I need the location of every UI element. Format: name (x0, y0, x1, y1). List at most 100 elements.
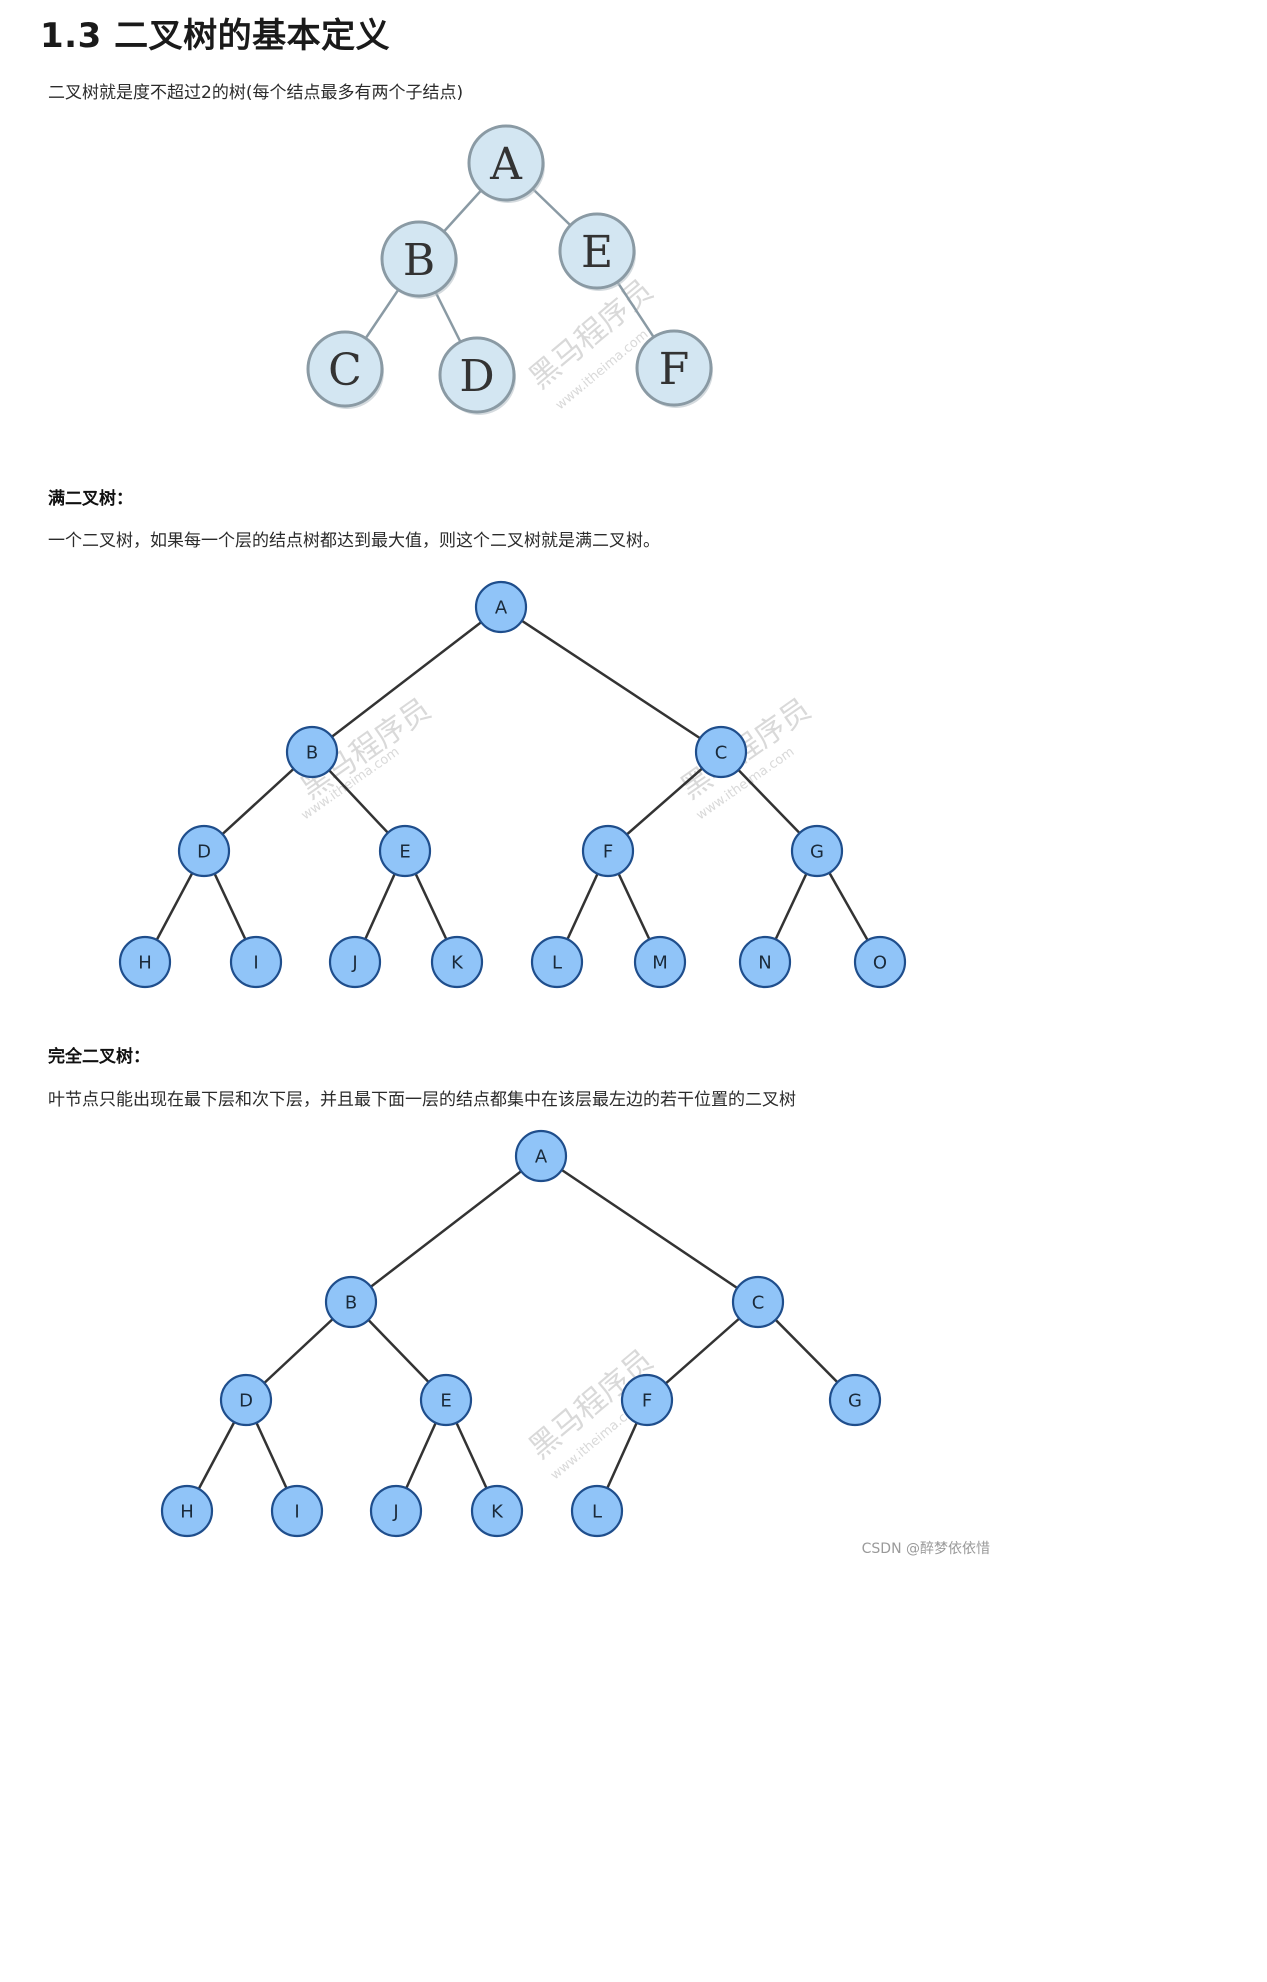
tree-node-K: K (470, 1484, 524, 1538)
tree-node-H: H (118, 935, 172, 989)
node-label: D (459, 351, 494, 402)
node-label: E (581, 227, 613, 278)
node-circle (306, 330, 384, 408)
node-label: I (253, 952, 258, 973)
tree-edge-A-B (311, 606, 502, 753)
node-circle (328, 935, 382, 989)
tree-node-F: F (635, 329, 713, 408)
tree-node-B: B (285, 725, 339, 779)
tree-node-G: G (790, 824, 844, 878)
tree-node-F: F (581, 824, 635, 878)
node-circle (177, 824, 231, 878)
node-circle (558, 212, 636, 290)
tree-node-M: M (633, 935, 687, 989)
node-circle (853, 935, 907, 989)
node-circle (731, 1275, 785, 1329)
node-label: I (294, 1501, 299, 1522)
node-label: J (392, 1501, 398, 1522)
node-label: G (810, 841, 824, 862)
tree-node-E: E (419, 1373, 473, 1427)
node-circle (118, 935, 172, 989)
tree-node-L: L (570, 1484, 624, 1538)
tree-node-K: K (430, 935, 484, 989)
page-title: 1.3 二叉树的基本定义 (40, 16, 391, 56)
node-circle (380, 220, 458, 298)
node-circle (270, 1484, 324, 1538)
tree-node-L: L (530, 935, 584, 989)
watermark: 黑马程序员 www.itheima.com (523, 273, 660, 413)
complete-tree-heading: 完全二叉树： (48, 1047, 150, 1067)
node-circle (530, 935, 584, 989)
node-label: K (451, 952, 464, 973)
node-circle (470, 1484, 524, 1538)
tree-node-I: I (270, 1484, 324, 1538)
tree-node-I: I (229, 935, 283, 989)
intro-text: 二叉树就是度不超过2的树(每个结点最多有两个子结点) (48, 83, 464, 103)
full-tree-description: 一个二叉树，如果每一个层的结点树都达到最大值，则这个二叉树就是满二叉树。 (48, 531, 660, 551)
tree-node-J: J (369, 1484, 423, 1538)
node-circle (229, 935, 283, 989)
node-circle (633, 935, 687, 989)
node-label: A (535, 1146, 548, 1167)
node-label: B (403, 235, 435, 286)
node-label: L (552, 952, 562, 973)
node-label: D (197, 841, 211, 862)
node-label: E (399, 841, 410, 862)
node-circle (438, 336, 516, 414)
node-label: B (345, 1292, 357, 1313)
tree-diagram-full: 黑马程序员 www.itheima.com 黑马程序员 www.itheima.… (118, 580, 907, 989)
tree-node-G: G (828, 1373, 882, 1427)
node-circle (694, 725, 748, 779)
node-circle (324, 1275, 378, 1329)
node-circle (419, 1373, 473, 1427)
tree-node-D: D (177, 824, 231, 878)
node-label: F (642, 1390, 652, 1411)
tree-node-N: N (738, 935, 792, 989)
complete-tree-description: 叶节点只能出现在最下层和次下层，并且最下面一层的结点都集中在该层最左边的若干位置… (48, 1090, 796, 1110)
node-label: M (652, 952, 668, 973)
node-circle (738, 935, 792, 989)
tree-node-A: A (514, 1129, 568, 1183)
node-label: F (659, 344, 690, 395)
node-label: C (328, 345, 362, 396)
node-circle (369, 1484, 423, 1538)
node-label: B (306, 742, 318, 763)
tree-node-A: A (467, 124, 545, 203)
footer-credit: CSDN @醉梦依依惜 (861, 1541, 990, 1557)
node-label: D (239, 1390, 253, 1411)
node-label: F (603, 841, 613, 862)
tree-node-E: E (378, 824, 432, 878)
tree-node-J: J (328, 935, 382, 989)
node-circle (635, 329, 713, 407)
node-circle (219, 1373, 273, 1427)
tree-edge-A-C (540, 1154, 759, 1304)
node-label: A (489, 139, 523, 190)
full-tree-heading: 满二叉树： (48, 489, 133, 509)
node-circle (467, 124, 545, 202)
node-label: J (351, 952, 357, 973)
node-circle (581, 824, 635, 878)
node-label: E (440, 1390, 451, 1411)
tree-node-F: F (620, 1373, 674, 1427)
tree-node-O: O (853, 935, 907, 989)
tree-edge-A-B (350, 1155, 542, 1303)
node-label: A (495, 597, 508, 618)
tree-node-C: C (306, 330, 384, 409)
node-circle (160, 1484, 214, 1538)
tree-node-H: H (160, 1484, 214, 1538)
tree-node-D: D (219, 1373, 273, 1427)
tree-node-B: B (324, 1275, 378, 1329)
tree-node-E: E (558, 212, 636, 291)
node-label: N (758, 952, 771, 973)
tree-diagram-basic: 黑马程序员 www.itheima.com A B E C D F (306, 124, 713, 415)
node-circle (828, 1373, 882, 1427)
node-label: C (715, 742, 728, 763)
tree-node-D: D (438, 336, 516, 415)
node-label: H (180, 1501, 194, 1522)
node-circle (378, 824, 432, 878)
node-label: K (491, 1501, 504, 1522)
node-label: O (873, 952, 887, 973)
node-circle (514, 1129, 568, 1183)
node-circle (570, 1484, 624, 1538)
